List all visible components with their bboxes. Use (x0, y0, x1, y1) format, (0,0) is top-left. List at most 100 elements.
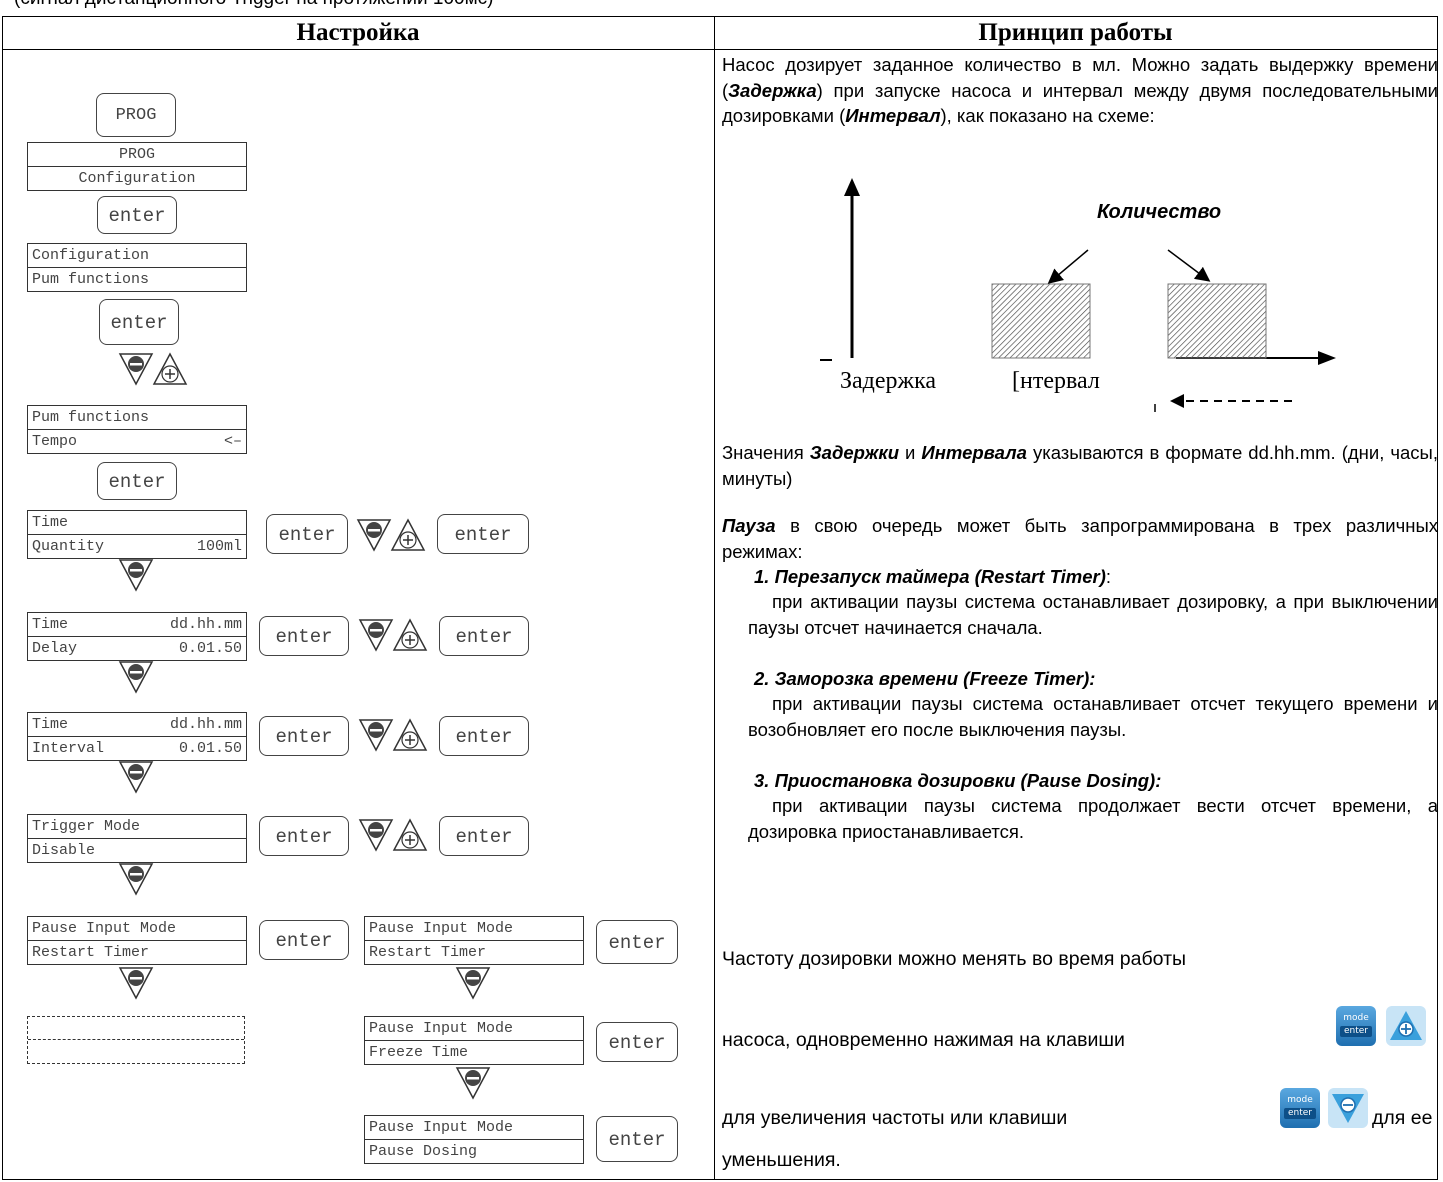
pointer-arrow (1047, 249, 1089, 284)
minus-plus-keys-icon[interactable] (118, 352, 188, 386)
lcd-time-quantity: Time Quantity 100ml (27, 510, 247, 559)
lcd-line: Pause Input Mode (365, 917, 583, 940)
pointer-arrow (1167, 249, 1211, 282)
lcd-pause-input-restart: Pause Input Mode Restart Timer (27, 916, 247, 965)
enter-key[interactable]: enter (259, 816, 349, 856)
minus-plus-keys-icon[interactable] (358, 718, 428, 752)
term-delay: Задержки (809, 442, 900, 463)
enter-key[interactable]: enter (99, 299, 179, 345)
clipped-top-text: (сигнал дистанционного Trigger на протяж… (14, 0, 493, 10)
prog-key[interactable]: PROG (96, 93, 176, 137)
freq-line-1: Частоту дозировки можно менять во время … (722, 948, 1187, 970)
lcd-line: Delay 0.01.50 (28, 636, 246, 660)
mode3-desc: при активации паузы система продолжает в… (748, 793, 1438, 844)
key-text: enter (1340, 1026, 1372, 1037)
lcd-line: Pause Input Mode (28, 917, 246, 940)
enter-key[interactable]: enter (437, 514, 529, 554)
minus-key-icon[interactable] (455, 966, 491, 1000)
enter-key[interactable]: enter (259, 920, 349, 960)
enter-key[interactable]: enter (259, 716, 349, 756)
enter-key[interactable]: enter (439, 616, 529, 656)
mode2-title: 2. Заморозка времени (Freeze Timer): (722, 666, 1438, 692)
table-top-border (2, 16, 1438, 17)
text: : (1105, 566, 1112, 587)
header-bottom-border (2, 49, 1438, 50)
text: Насос дозирует заданное количество в мл.… (722, 54, 1438, 101)
table-bottom-border (2, 1179, 1438, 1180)
text: и (899, 442, 922, 463)
enter-key[interactable]: enter (596, 1116, 678, 1162)
text: 1. Перезапуск таймера (Restart Timer) (754, 566, 1106, 587)
lcd-line: Pause Dosing (365, 1139, 583, 1163)
lcd-prog: PROG Configuration (27, 142, 247, 191)
freq-line-3b: для ее (1372, 1107, 1433, 1129)
text: 3. Приостановка дозировки (Pause Dosing)… (754, 770, 1162, 791)
lcd-line: Pause Input Mode (365, 1017, 583, 1040)
pause-paragraph: Пауза в свою очередь может быть запрогра… (722, 513, 1438, 564)
table-left-border (2, 16, 3, 1180)
mode3-title: 3. Приостановка дозировки (Pause Dosing)… (722, 768, 1438, 794)
minus-key-icon[interactable] (118, 966, 154, 1000)
minus-plus-keys-icon[interactable] (358, 618, 428, 652)
lcd-text: Configuration (78, 170, 196, 187)
lcd-text: Delay (32, 640, 78, 657)
header-setup: Настройка (296, 19, 420, 46)
lcd-text: Time (32, 616, 69, 633)
mode2-desc: при активации паузы система останавливае… (748, 691, 1438, 742)
enter-key[interactable]: enter (266, 514, 348, 554)
enter-key[interactable]: enter (596, 920, 678, 964)
term-interval: Интервала (921, 442, 1027, 463)
diagram-interval-label: [нтервал (1012, 368, 1100, 394)
minus-key-icon[interactable] (118, 558, 154, 592)
lcd-line: Trigger Mode (28, 815, 246, 838)
timing-diagram (820, 178, 1336, 412)
freq-line-4: уменьшения. (722, 1149, 841, 1171)
lcd-text: Tempo (32, 433, 78, 450)
enter-key[interactable]: enter (259, 616, 349, 656)
lcd-pause-input-dosing: Pause Input Mode Pause Dosing (364, 1115, 584, 1164)
lcd-text: Quantity (32, 538, 105, 555)
header-principle: Принцип работы (978, 19, 1173, 46)
lcd-text: dd.hh.mm (169, 616, 242, 633)
minus-plus-keys-icon[interactable] (358, 818, 428, 852)
minus-key-icon[interactable] (118, 660, 154, 694)
minus-plus-keys-icon[interactable] (356, 518, 426, 552)
table-right-border (1437, 16, 1438, 1180)
lcd-pum-functions: Pum functions Tempo<– (27, 405, 247, 454)
minus-key-icon[interactable] (118, 760, 154, 794)
plus-key-icon[interactable] (1386, 1006, 1426, 1046)
enter-key[interactable]: enter (97, 196, 177, 234)
enter-key[interactable]: enter (439, 716, 529, 756)
minus-key-icon[interactable] (455, 1066, 491, 1100)
term-pause: Пауза (722, 515, 776, 536)
lcd-value: 100ml (196, 538, 242, 555)
dashed-divider (28, 1039, 244, 1040)
mode1-desc: при активации паузы система останавливае… (748, 589, 1438, 640)
lcd-value: 0.01.50 (178, 740, 242, 757)
lcd-text: Restart Timer (32, 944, 150, 961)
lcd-trigger-mode: Trigger Mode Disable (27, 814, 247, 863)
enter-key[interactable]: enter (97, 462, 177, 500)
lcd-line: Disable (28, 838, 246, 862)
lcd-text: Disable (32, 842, 96, 859)
lcd-text: dd.hh.mm (169, 716, 242, 733)
lcd-line: Restart Timer (28, 940, 246, 964)
lcd-text: Time (32, 514, 69, 531)
lcd-line: Configuration (28, 166, 246, 190)
lcd-line: Pum functions (28, 406, 246, 429)
lcd-text: Pum functions (32, 409, 150, 426)
text: в свою очередь может быть запрограммиров… (722, 515, 1438, 562)
enter-key[interactable]: enter (439, 816, 529, 856)
minus-key-icon[interactable] (118, 862, 154, 896)
enter-key[interactable]: enter (596, 1022, 678, 1062)
lcd-text: Pause Input Mode (32, 920, 177, 937)
text: указываются в формате dd.hh.mm. (дни, ча… (722, 442, 1438, 489)
lcd-line: Quantity 100ml (28, 534, 246, 558)
lcd-pause-input-freeze: Pause Input Mode Freeze Time (364, 1016, 584, 1065)
minus-key-icon[interactable] (1328, 1088, 1368, 1128)
lcd-text: Pause Input Mode (369, 920, 514, 937)
lcd-value: 0.01.50 (178, 640, 242, 657)
